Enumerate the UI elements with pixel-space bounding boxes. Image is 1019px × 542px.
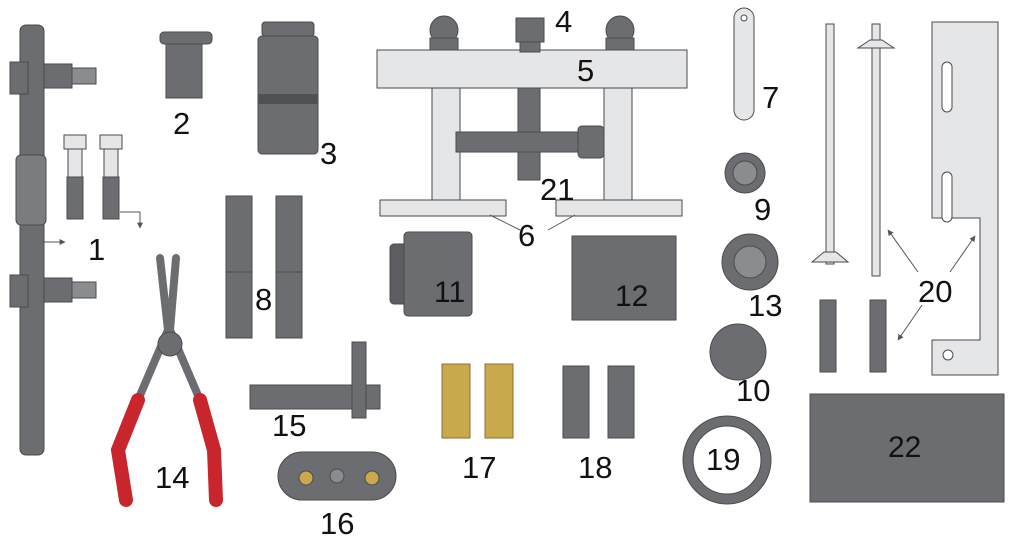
label-12: 12 xyxy=(615,280,649,313)
label-5: 5 xyxy=(577,53,595,88)
label-11: 11 xyxy=(434,276,466,309)
tool-3-large-sleeve xyxy=(257,21,319,155)
tool-18-small-jaws xyxy=(562,365,635,439)
label-7: 7 xyxy=(762,80,780,115)
label-15: 15 xyxy=(272,408,307,443)
label-4: 4 xyxy=(555,4,573,39)
tool-22-large-block xyxy=(809,393,1005,503)
tool-17-brass-jaws xyxy=(441,363,514,439)
tool-19-ring xyxy=(682,415,772,505)
tool-11-drift xyxy=(389,231,473,317)
label-6: 6 xyxy=(518,218,536,253)
label-9: 9 xyxy=(754,192,772,227)
tool-12-block xyxy=(571,235,677,321)
tool-1-bar-with-bolts xyxy=(9,24,143,456)
tool-9-small-cup xyxy=(724,152,766,194)
label-18: 18 xyxy=(578,450,613,485)
label-19: 19 xyxy=(706,442,741,477)
label-1: 1 xyxy=(88,232,106,267)
label-14: 14 xyxy=(155,460,190,495)
label-10: 10 xyxy=(736,373,771,408)
label-13: 13 xyxy=(748,288,783,323)
tool-8-jaws xyxy=(225,195,303,339)
label-2: 2 xyxy=(173,106,191,141)
label-21: 21 xyxy=(540,172,575,207)
label-8: 8 xyxy=(255,282,273,317)
label-20: 20 xyxy=(918,274,953,309)
tool-7-flat-key xyxy=(733,7,755,121)
tool-16-link-plate xyxy=(277,451,397,501)
tool-15-plate xyxy=(249,341,381,419)
tool-10-disc xyxy=(709,323,767,381)
label-17: 17 xyxy=(462,450,497,485)
tool-2-sleeve xyxy=(159,31,213,99)
label-16: 16 xyxy=(320,506,355,541)
tool-5-bridge-puller xyxy=(376,15,688,201)
label-22: 22 xyxy=(888,431,922,464)
tool-13-cup xyxy=(721,233,779,291)
tool-6-bridge-feet xyxy=(379,199,683,231)
tool-20-rods-and-bracket xyxy=(810,21,999,376)
label-3: 3 xyxy=(320,136,338,171)
tool-14-circlip-pliers xyxy=(110,254,223,507)
